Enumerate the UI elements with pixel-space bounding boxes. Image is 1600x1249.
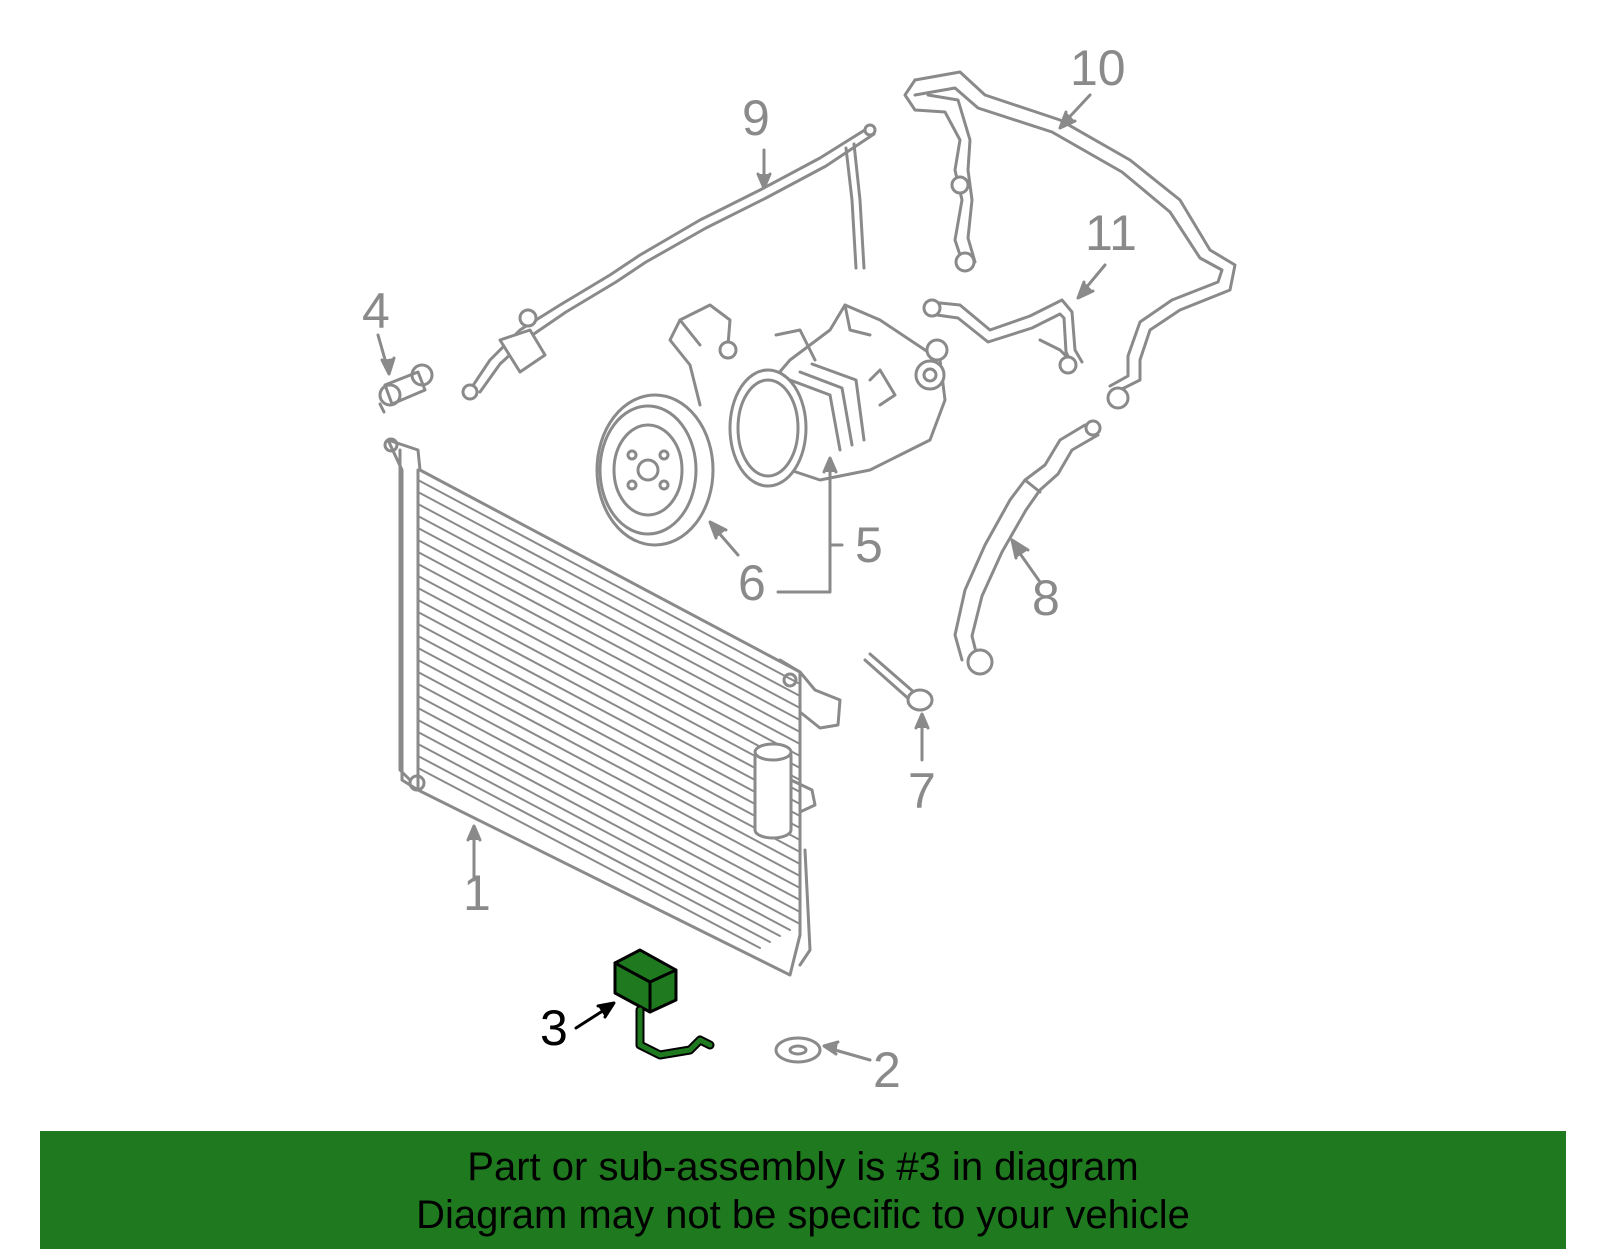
info-banner: Part or sub-assembly is #3 in diagram Di… xyxy=(40,1131,1566,1249)
washer-part xyxy=(774,1036,822,1064)
callout-label-9: 9 xyxy=(742,90,770,146)
callout-label-10: 10 xyxy=(1070,40,1126,96)
hose-assembly-part xyxy=(461,123,877,401)
callout-label-6: 6 xyxy=(738,555,766,611)
callout-label-8: 8 xyxy=(1032,570,1060,626)
clutch-part xyxy=(595,303,738,547)
bolt-part xyxy=(863,652,934,712)
callout-label-1: 1 xyxy=(463,865,491,921)
callout-label-4: 4 xyxy=(362,283,390,339)
condenser-part xyxy=(383,437,842,977)
callout-label-7: 7 xyxy=(908,763,936,819)
discharge-hose-part xyxy=(903,70,1237,410)
compressor-part xyxy=(728,303,949,488)
callout-label-5: 5 xyxy=(855,517,883,573)
banner-line-part-number: Part or sub-assembly is #3 in diagram xyxy=(467,1145,1139,1189)
callout-label-11: 11 xyxy=(1085,205,1137,261)
pressure-switch-part xyxy=(378,363,434,414)
ac-system-parts-diagram: 1 2 3 4 5 6 7 8 9 10 11 xyxy=(362,40,1237,1098)
suction-hose-part xyxy=(953,419,1102,676)
tube-assembly-part xyxy=(922,298,1084,375)
highlighted-part-3[interactable] xyxy=(613,948,715,1060)
banner-line-disclaimer: Diagram may not be specific to your vehi… xyxy=(416,1193,1190,1237)
callout-label-3[interactable]: 3 xyxy=(540,1000,568,1056)
callout-label-2: 2 xyxy=(873,1042,901,1098)
